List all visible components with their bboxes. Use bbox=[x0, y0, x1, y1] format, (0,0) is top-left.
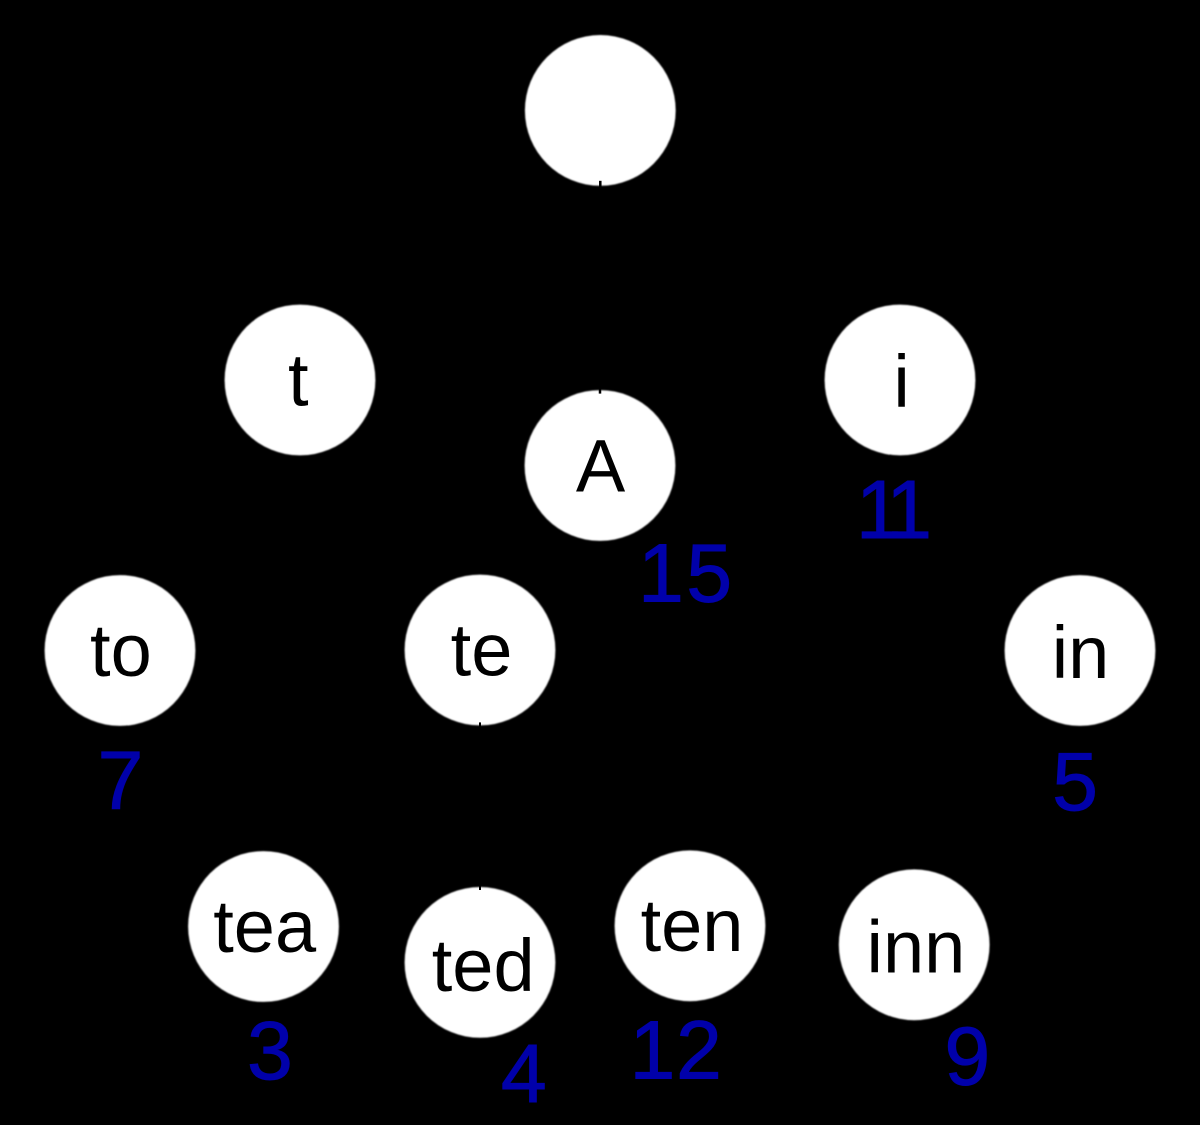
svg-text:2: 2 bbox=[676, 1005, 722, 1097]
svg-text:5: 5 bbox=[1052, 736, 1098, 828]
svg-text:1: 1 bbox=[856, 464, 902, 556]
svg-text:tea: tea bbox=[213, 885, 317, 968]
svg-text:inn: inn bbox=[867, 905, 966, 988]
svg-text:te: te bbox=[451, 608, 513, 691]
svg-text:1: 1 bbox=[638, 528, 684, 620]
svg-text:5: 5 bbox=[686, 528, 732, 620]
svg-text:1: 1 bbox=[630, 1005, 676, 1097]
svg-text:4: 4 bbox=[501, 1028, 547, 1120]
svg-text:in: in bbox=[1052, 611, 1110, 694]
svg-text:to: to bbox=[90, 609, 152, 692]
svg-text:t: t bbox=[288, 339, 309, 422]
svg-text:A: A bbox=[576, 424, 626, 507]
svg-text:ten: ten bbox=[641, 884, 744, 967]
svg-text:3: 3 bbox=[247, 1005, 293, 1097]
svg-text:i: i bbox=[893, 340, 909, 423]
svg-text:7: 7 bbox=[98, 735, 144, 827]
svg-text:1: 1 bbox=[886, 464, 932, 556]
svg-text:ted: ted bbox=[432, 924, 535, 1007]
svg-text:9: 9 bbox=[944, 1011, 990, 1103]
